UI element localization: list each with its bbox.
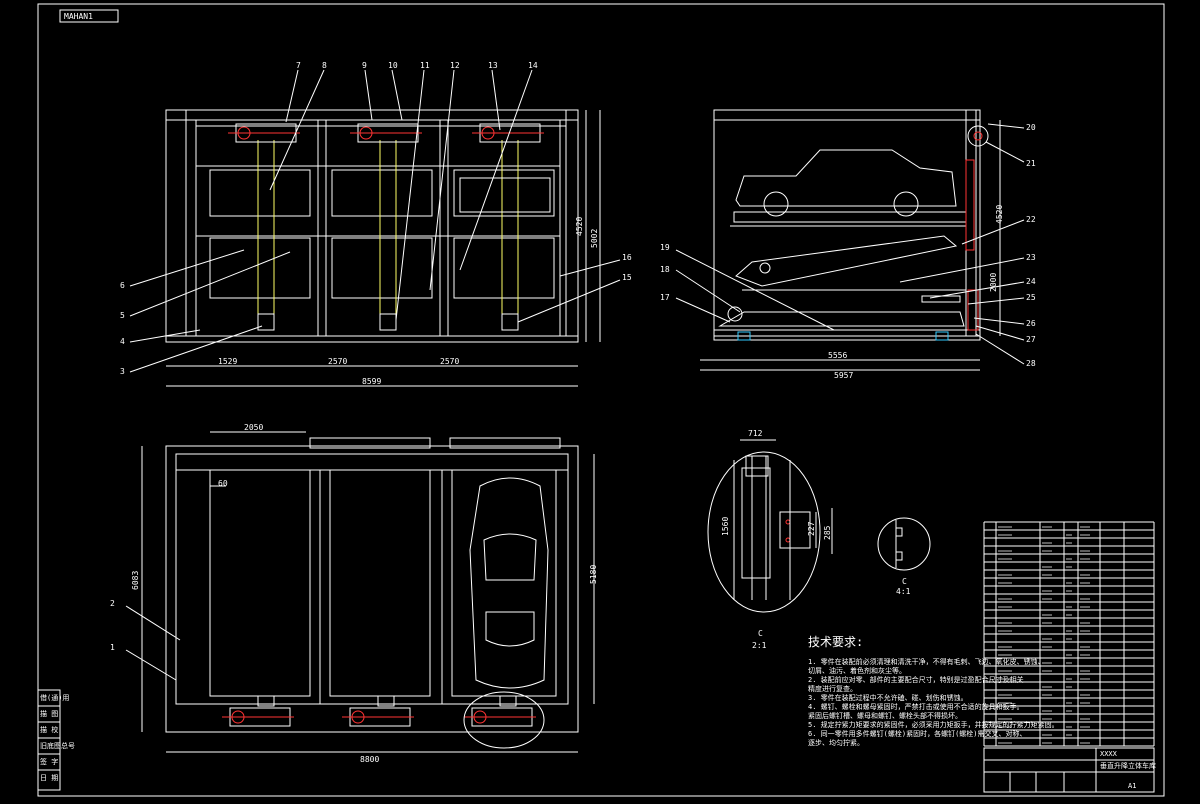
dimension-label: 1529 <box>218 357 237 366</box>
callout-label: 14 <box>528 61 538 70</box>
tech-req-line: 切屑、油污、着色剂和灰尘等。 <box>808 666 906 675</box>
tech-req-line: 3. 零件在装配过程中不允许磕、碰、划伤和锈蚀。 <box>808 693 968 702</box>
plan-view <box>125 431 595 753</box>
dimension-label: 4520 <box>575 217 584 236</box>
detail-d <box>877 517 931 571</box>
detail-label: C <box>902 577 907 586</box>
tech-req-line: 逐步、均匀拧紧。 <box>808 738 864 747</box>
dimension-label: 712 <box>748 429 763 438</box>
tech-req-line: 6. 同一零件用多件螺钉(螺栓)紧固时，各螺钉(螺栓)需交叉、对称、 <box>808 729 1027 738</box>
callout-label: 2 <box>110 599 115 608</box>
tech-req-line: 紧固后螺钉槽、螺母和螺钉、螺栓头部不得损坏。 <box>808 711 962 720</box>
strip-label: 借(通)用 <box>40 693 69 702</box>
callout-label: 28 <box>1026 359 1036 368</box>
front-view <box>129 69 621 387</box>
dimension-label: 8599 <box>362 377 381 386</box>
detail-label: C <box>758 629 763 638</box>
detail-scale: 2:1 <box>752 641 767 650</box>
dimension-label: 5556 <box>828 351 847 360</box>
callout-label: 4 <box>120 337 125 346</box>
tech-req-line: 精度进行复查。 <box>808 684 857 693</box>
callout-label: 17 <box>660 293 670 302</box>
dimension-label: 2000 <box>989 273 998 292</box>
dimension-label: 285 <box>823 525 832 540</box>
strip-label: 日 期 <box>40 774 58 782</box>
callout-label: 26 <box>1026 319 1036 328</box>
strip-label: 旧底图总号 <box>40 741 75 750</box>
callout-label: 25 <box>1026 293 1036 302</box>
tech-req-line: 5. 规定拧紧力矩要求的紧固件，必须采用力矩扳手，并按规定的拧紧力矩紧固。 <box>808 720 1059 729</box>
dimension-label: 8800 <box>360 755 379 764</box>
dimension-label: 5002 <box>590 229 599 248</box>
callout-label: 21 <box>1026 159 1036 168</box>
tech-req-line: 2. 装配前应对零、部件的主要配合尺寸，特别是过盈配合尺寸及相关 <box>808 675 1024 684</box>
callout-label: 16 <box>622 253 632 262</box>
callout-label: 1 <box>110 643 115 652</box>
callout-label: 6 <box>120 281 125 290</box>
dimension-label: 5180 <box>589 565 598 584</box>
callout-label: 12 <box>450 61 460 70</box>
sheet-frame <box>37 3 1165 797</box>
callout-label: 11 <box>420 61 430 70</box>
strip-label: 描 图 <box>40 709 58 718</box>
drawing-code: XXXX <box>1100 750 1118 758</box>
callout-label: 10 <box>388 61 398 70</box>
dimension-label: 6083 <box>131 571 140 590</box>
callout-label: 23 <box>1026 253 1036 262</box>
callout-label: 15 <box>622 273 632 282</box>
callout-label: 20 <box>1026 123 1036 132</box>
tech-req-line: 4. 螺钉、螺栓和螺母紧固时，严禁打击或使用不合适的旋具和扳手。 <box>808 702 1024 711</box>
title-tab: MAHAN1 <box>64 12 93 21</box>
callout-label: 27 <box>1026 335 1036 344</box>
callout-label: 8 <box>322 61 327 70</box>
callout-label: 3 <box>120 367 125 376</box>
callout-label: 13 <box>488 61 498 70</box>
tech-req-heading: 技术要求: <box>808 635 863 649</box>
callout-label: 22 <box>1026 215 1036 224</box>
callout-label: 24 <box>1026 277 1036 286</box>
strip-label: 描 校 <box>40 725 58 734</box>
dimension-label: 4520 <box>995 205 1004 224</box>
callout-label: 18 <box>660 265 670 274</box>
side-view <box>675 109 1025 371</box>
dimension-label: 5957 <box>834 371 853 380</box>
dimension-label: 2570 <box>440 357 459 366</box>
drawing-name: 垂直升降立体车库 <box>1100 761 1156 770</box>
detail-c <box>707 439 833 613</box>
dimension-label: 227 <box>807 521 816 536</box>
callout-label: 7 <box>296 61 301 70</box>
dimension-label: 2050 <box>244 423 263 432</box>
detail-scale: 4:1 <box>896 587 911 596</box>
tech-req-line: 1. 零件在装配前必须清理和清洗干净，不得有毛刺、飞边、氧化皮、锈蚀、 <box>808 657 1045 666</box>
parts-list <box>983 521 1155 747</box>
title-block <box>983 747 1155 793</box>
strip-label: 签 字 <box>40 757 58 766</box>
callout-label: 19 <box>660 243 670 252</box>
left-strip <box>37 689 61 791</box>
callout-label: 9 <box>362 61 367 70</box>
dimension-label: 2570 <box>328 357 347 366</box>
dimension-label: 1560 <box>721 517 730 536</box>
sheet-size: A1 <box>1128 782 1136 790</box>
dimension-label: 60 <box>218 479 228 488</box>
callout-label: 5 <box>120 311 125 320</box>
